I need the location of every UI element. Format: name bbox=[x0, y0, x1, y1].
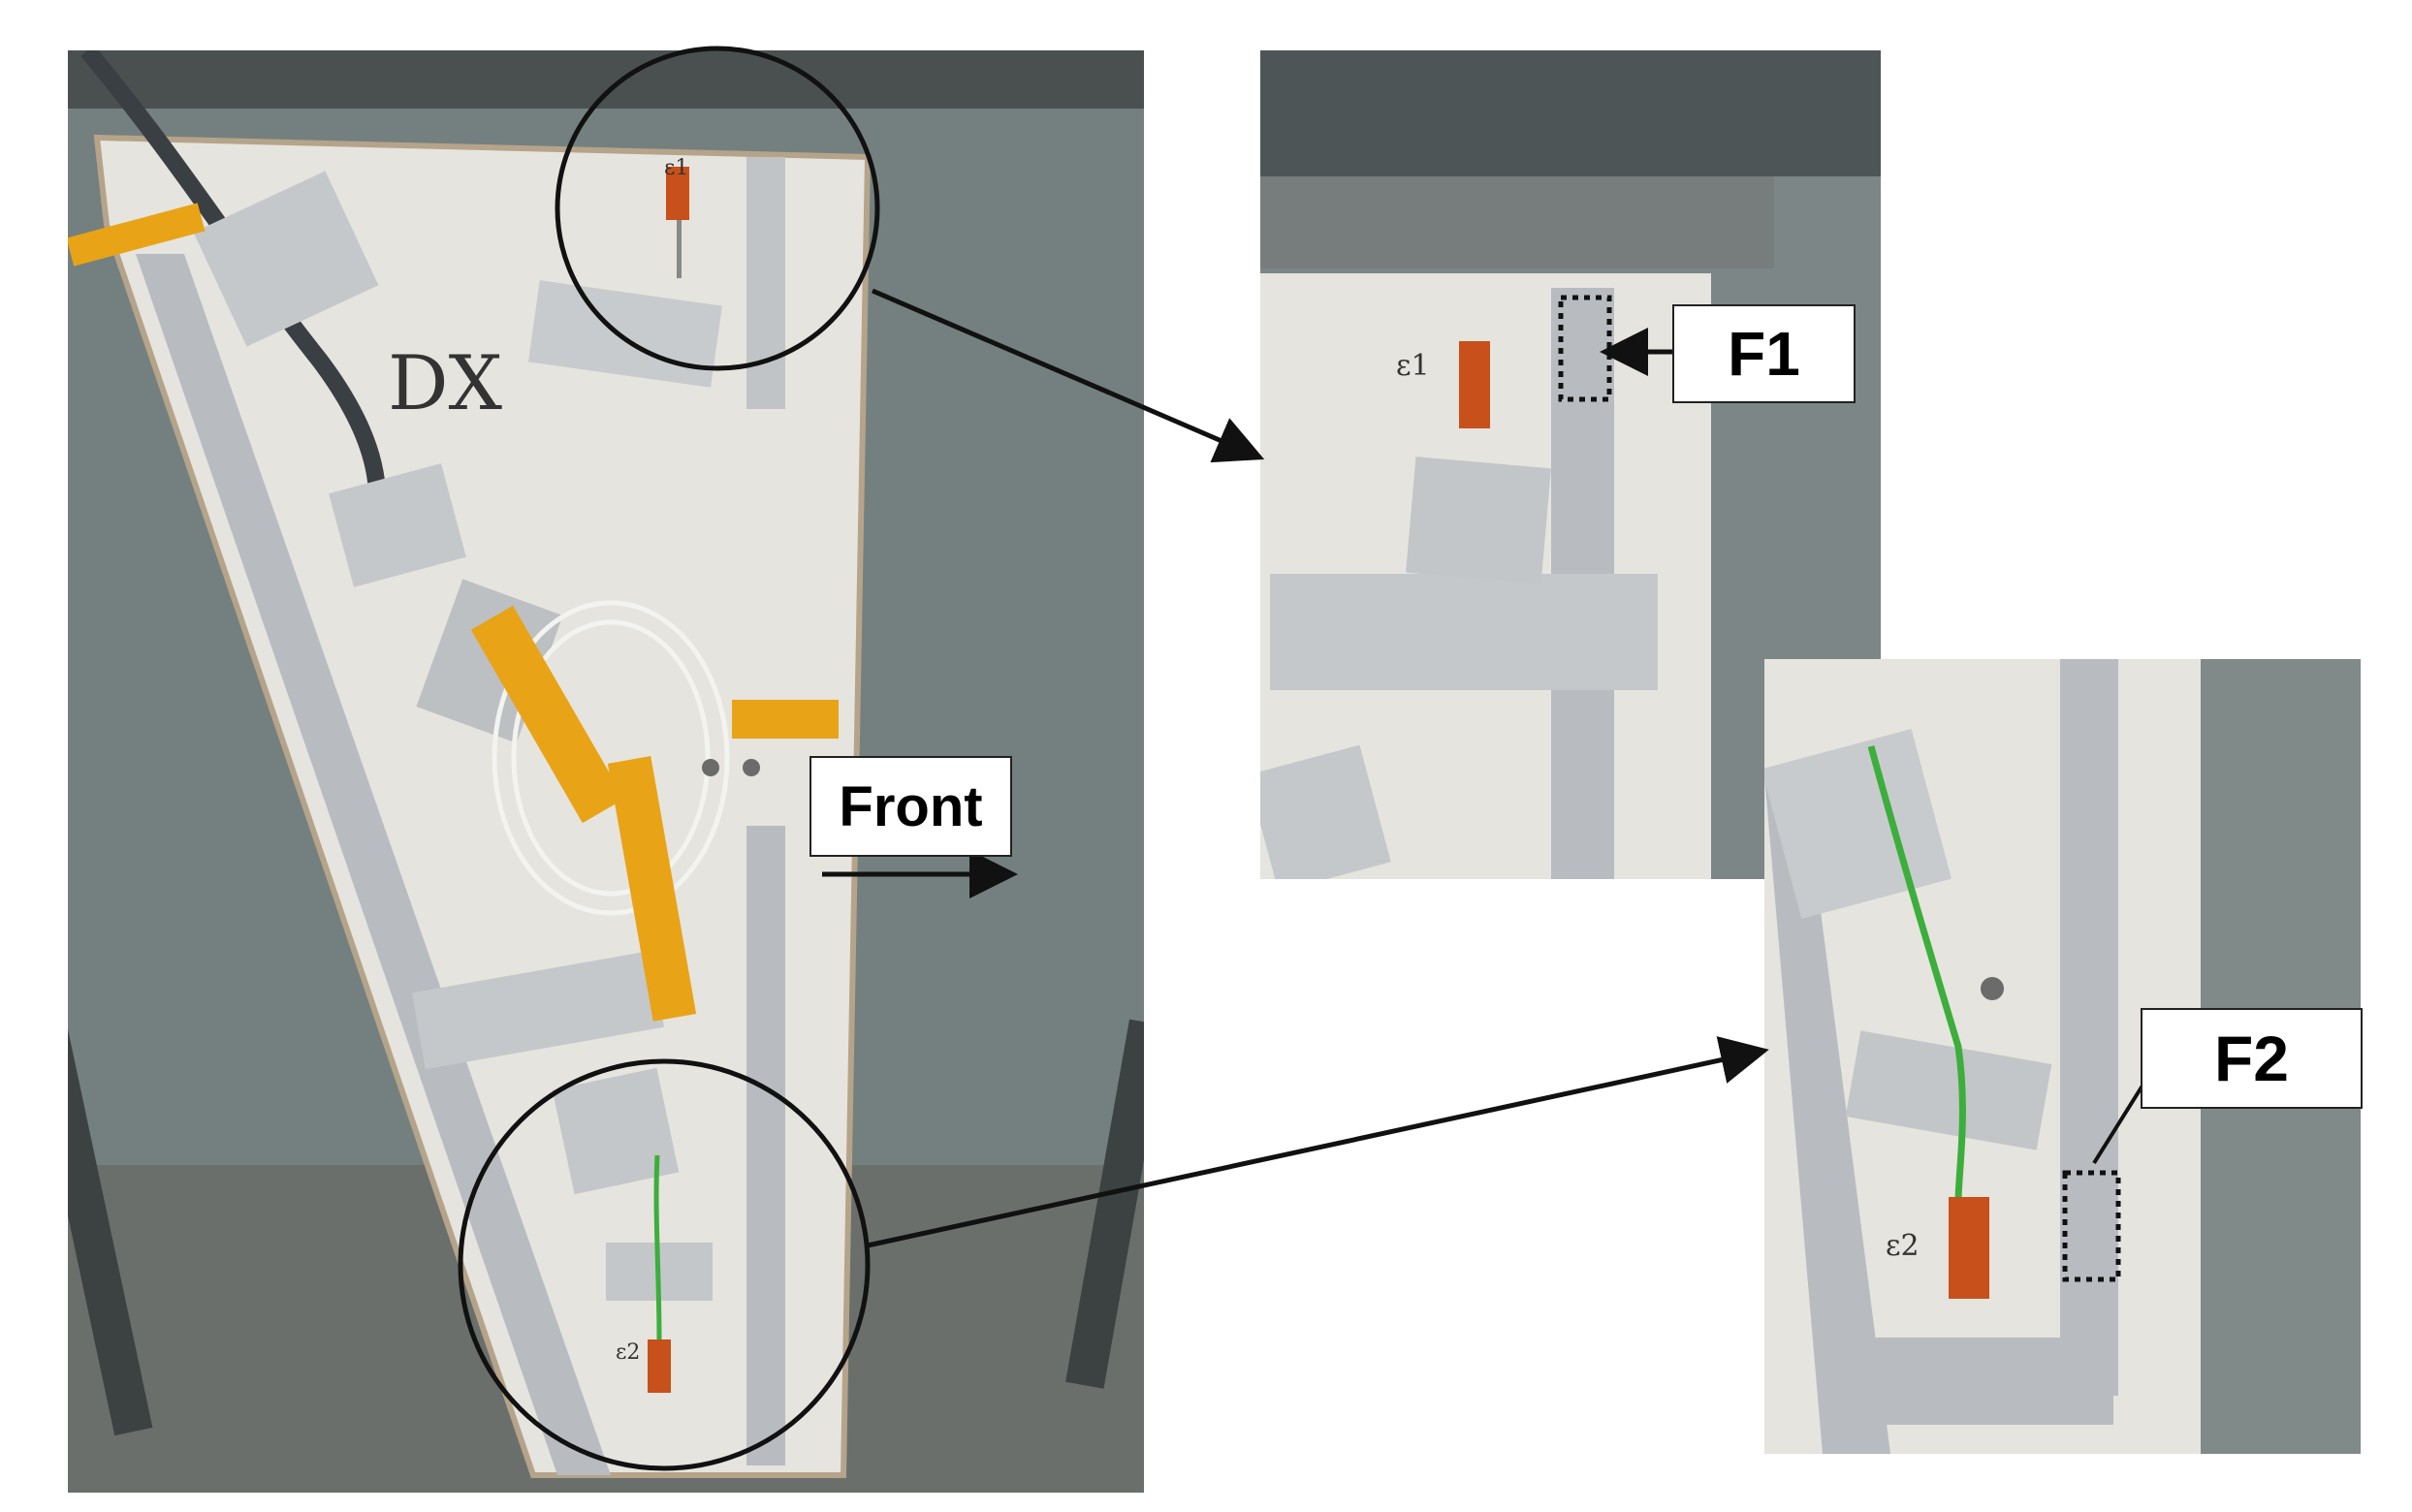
gauge-1-lead bbox=[677, 220, 682, 278]
foil-patch-5 bbox=[411, 950, 665, 1070]
gauge-2-mark: ε2 bbox=[1886, 1229, 1920, 1263]
aluminum-strip-right bbox=[746, 826, 785, 1465]
f2-label: F2 bbox=[2141, 1008, 2363, 1109]
aluminum-strip-bottom bbox=[1861, 1338, 2113, 1425]
foil-patch-6 bbox=[552, 1067, 680, 1195]
aluminum-strip-edge bbox=[1764, 775, 1890, 1454]
zoom-photo-bottom: ε2 bbox=[1764, 659, 2361, 1454]
fiber-coil-1 bbox=[492, 600, 730, 916]
rig-leg-left bbox=[68, 1020, 153, 1436]
gauge-2-mark: ε2 bbox=[616, 1340, 640, 1365]
gauge-1-mark: ε1 bbox=[664, 156, 688, 180]
foil-patch-2 bbox=[1845, 1030, 2052, 1150]
handwritten-marker: DX bbox=[388, 340, 503, 427]
steel-beam-top bbox=[1260, 50, 1881, 176]
strain-gauge-2 bbox=[648, 1339, 671, 1393]
strain-gauge-1 bbox=[1459, 341, 1490, 428]
zoom-photo-top-drawing: ε1 bbox=[1260, 50, 1881, 879]
kapton-tape-2 bbox=[470, 605, 625, 824]
zoom-photo-top: ε1 bbox=[1260, 50, 1881, 879]
bolt-hole-2 bbox=[743, 759, 760, 776]
gauge-1-mark: ε1 bbox=[1396, 349, 1430, 383]
foil-patch-3 bbox=[329, 463, 466, 587]
steel-beam bbox=[68, 50, 1144, 109]
fiber-coil-2 bbox=[511, 619, 711, 897]
kapton-tape-4 bbox=[732, 700, 839, 739]
bolt-hole bbox=[1981, 977, 2004, 1000]
kapton-tape-3 bbox=[607, 756, 697, 1022]
green-wire bbox=[1867, 745, 1966, 1203]
steel-beam-edge bbox=[1260, 176, 1774, 268]
aluminum-strip bbox=[2060, 659, 2118, 1396]
green-wire bbox=[653, 1154, 662, 1340]
f1-label: F1 bbox=[1672, 304, 1856, 403]
foil-patch-wide bbox=[1270, 574, 1658, 690]
kapton-tape-1 bbox=[68, 203, 206, 267]
foil-patch-1 bbox=[193, 171, 379, 347]
strain-gauge-2 bbox=[1949, 1197, 1989, 1299]
f1-dotted-region bbox=[1558, 295, 1612, 402]
foil-patch-gauge bbox=[1406, 457, 1551, 584]
foil-patch-corner bbox=[1260, 744, 1391, 879]
f2-dotted-region bbox=[2062, 1170, 2121, 1282]
front-label: Front bbox=[809, 756, 1012, 857]
bolt-hole-1 bbox=[702, 759, 719, 776]
aluminum-strip-top bbox=[746, 157, 785, 409]
